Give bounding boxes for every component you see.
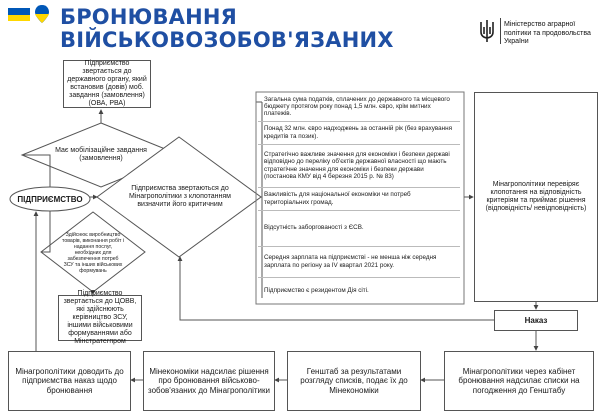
criterion-3: Стратегічно важливе значення для економі… (258, 144, 460, 186)
location-pin-icon (35, 5, 49, 23)
criterion-6: Середня зарплата на підприємстві - не ме… (258, 246, 460, 276)
cabinet-text: Мінагрополітики через кабінет бронювання… (458, 366, 580, 395)
state-body-text: Підприємство звертається до державного о… (67, 60, 147, 107)
title-line-1: БРОНЮВАННЯ (60, 5, 238, 29)
bring-order-box: Мінагрополітики доводить до підприємства… (8, 351, 131, 411)
order-box: Наказ (494, 310, 578, 331)
bring-order-text: Мінагрополітики доводить до підприємства… (15, 366, 124, 395)
criteria-diamond-label: Підприємства звертаються до Мінагрополіт… (126, 170, 234, 224)
ministry-review-text: Мінагрополітики перевіряє клопотання на … (485, 181, 587, 212)
order-text: Наказ (524, 315, 548, 325)
criterion-4-text: Важливість для національної економіки чи… (264, 191, 411, 206)
criterion-1: Загальна сума податків, сплачених до дер… (258, 93, 460, 120)
criterion-7-text: Підприємство є резидентом Дія сіті. (264, 286, 369, 294)
criterion-5-text: Відсутність заборгованості з ЄСВ. (264, 224, 364, 232)
mob-task-text: Має мобілізаційне завдання (замовлення) (55, 147, 147, 162)
criterion-3-text: Стратегічно важливе значення для економі… (264, 150, 450, 180)
ministry-name: Міністерство аграрної політики та продов… (504, 21, 591, 45)
trident-icon (480, 20, 494, 42)
state-body-box: Підприємство звертається до державного о… (63, 60, 151, 108)
criterion-2: Понад 32 млн. євро надходжень за останні… (258, 121, 460, 143)
tsovv-box: Підприємство звертається до ЦОВВ, які зд… (58, 290, 142, 345)
mineconomy-box: Мінекономіки надсилає рішення про бронюв… (143, 351, 275, 411)
activity-diamond-label: Здійснює виробництво товарів, виконання … (62, 232, 124, 274)
criteria-group-frame (255, 91, 465, 305)
header-divider (500, 18, 501, 44)
criteria-diamond-text: Підприємства звертаються до Мінагрополіт… (129, 185, 231, 208)
criterion-5: Відсутність заборгованості з ЄСВ. (258, 210, 460, 245)
genshtab-text: Генштаб за результатами розгляду списків… (300, 366, 408, 395)
criterion-4: Важливість для національної економіки чи… (258, 187, 460, 209)
mineconomy-text: Мінекономіки надсилає рішення про бронюв… (147, 366, 270, 395)
mob-task-label: Має мобілізаційне завдання (замовлення) (52, 140, 150, 170)
enterprise-label: ПІДПРИЄМСТВО (17, 194, 83, 204)
activity-diamond-text: Здійснює виробництво товарів, виконання … (62, 232, 124, 274)
criterion-7: Підприємство є резидентом Дія сіті. (258, 277, 460, 303)
tsovv-text: Підприємство звертається до ЦОВВ, які зд… (63, 290, 137, 345)
title-line-2: ВІЙСЬКОВОЗОБОВ'ЯЗАНИХ (60, 28, 394, 52)
criterion-1-text: Загальна сума податків, сплачених до дер… (264, 95, 450, 118)
ukraine-flag-icon (8, 8, 30, 21)
genshtab-box: Генштаб за результатами розгляду списків… (287, 351, 421, 411)
ministry-review-box: Мінагрополітики перевіряє клопотання на … (474, 92, 598, 302)
cabinet-box: Мінагрополітики через кабінет бронювання… (444, 351, 594, 411)
criterion-6-text: Середня зарплата на підприємстві - не ме… (264, 254, 437, 269)
page-title: БРОНЮВАННЯ ВІЙСЬКОВОЗОБОВ'ЯЗАНИХ (60, 6, 394, 52)
criterion-2-text: Понад 32 млн. євро надходжень за останні… (264, 125, 453, 140)
